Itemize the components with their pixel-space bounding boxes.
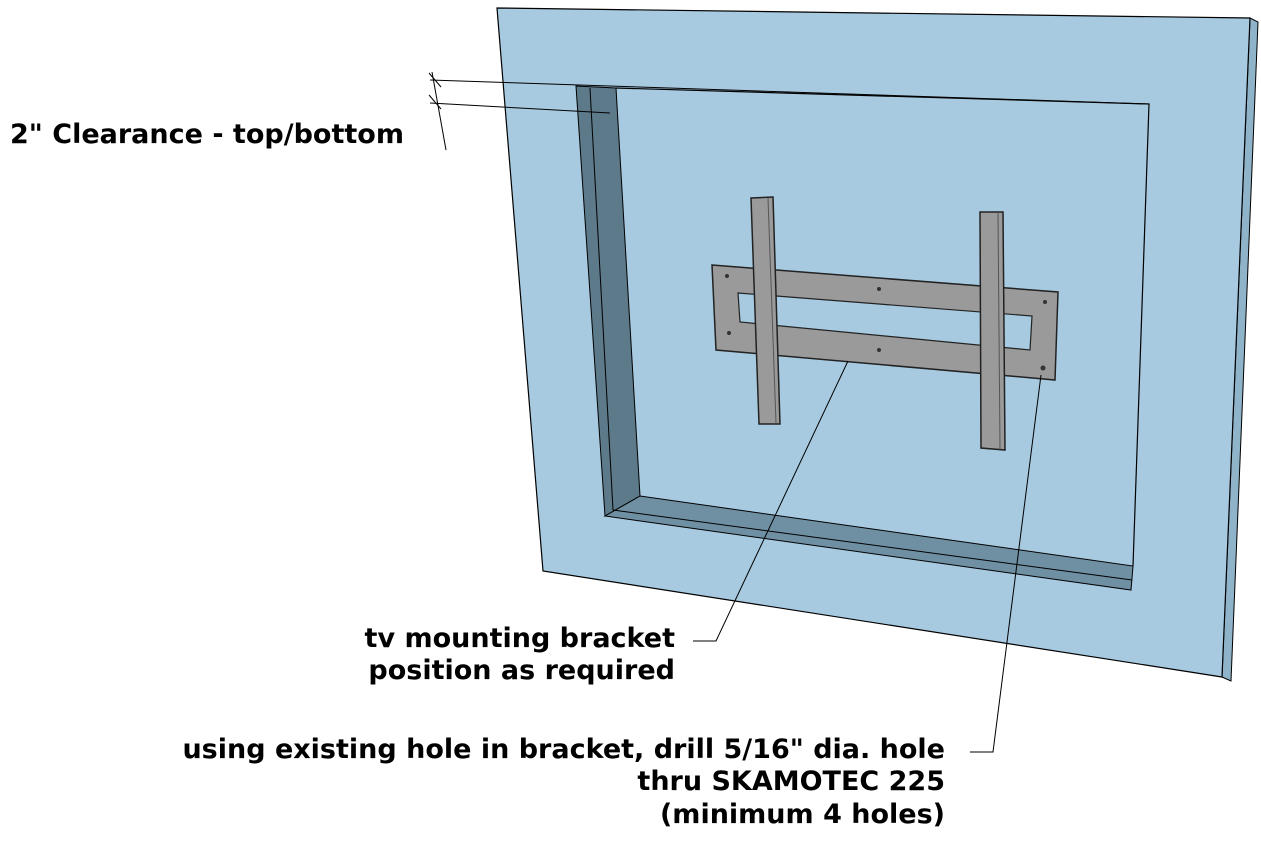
dimension-line-top — [429, 79, 1150, 105]
clearance-label: 2" Clearance - top/bottom — [10, 119, 404, 150]
dimension-tick — [428, 72, 442, 88]
bracket-hole — [727, 331, 731, 335]
bracket-hole — [725, 274, 729, 278]
bracket-arm-left — [750, 196, 781, 425]
dimension-extension — [431, 71, 447, 151]
bracket-hole — [877, 348, 881, 352]
dimension-tick — [428, 94, 442, 110]
bracket-hole — [1043, 300, 1047, 304]
bracket-hole — [877, 287, 881, 291]
dimension-line-bottom — [429, 102, 611, 114]
bracket-arm-left-edge — [767, 197, 777, 424]
bracket-label-line2: position as required — [368, 655, 675, 687]
drill-label-line3: (minimum 4 holes) — [659, 798, 945, 830]
drill-label: using existing hole in bracket, drill 5/… — [60, 734, 945, 831]
bracket-hole — [1040, 365, 1046, 371]
drill-label-line1: using existing hole in bracket, drill 5/… — [182, 734, 945, 765]
recess-inner-line-bottom — [612, 509, 1133, 581]
bracket-arm-right-edge — [997, 212, 1001, 450]
drill-label-line2: thru SKAMOTEC 225 — [637, 766, 945, 798]
recess-inner-line — [589, 87, 614, 511]
bracket-label-line1: tv mounting bracket — [364, 623, 675, 654]
bracket-rail-cutout — [737, 292, 1033, 351]
bracket-label: tv mounting bracket position as required — [300, 623, 675, 688]
leader-bracket — [693, 360, 849, 642]
leader-drill — [970, 374, 1042, 753]
bracket-arm-right — [979, 211, 1006, 451]
